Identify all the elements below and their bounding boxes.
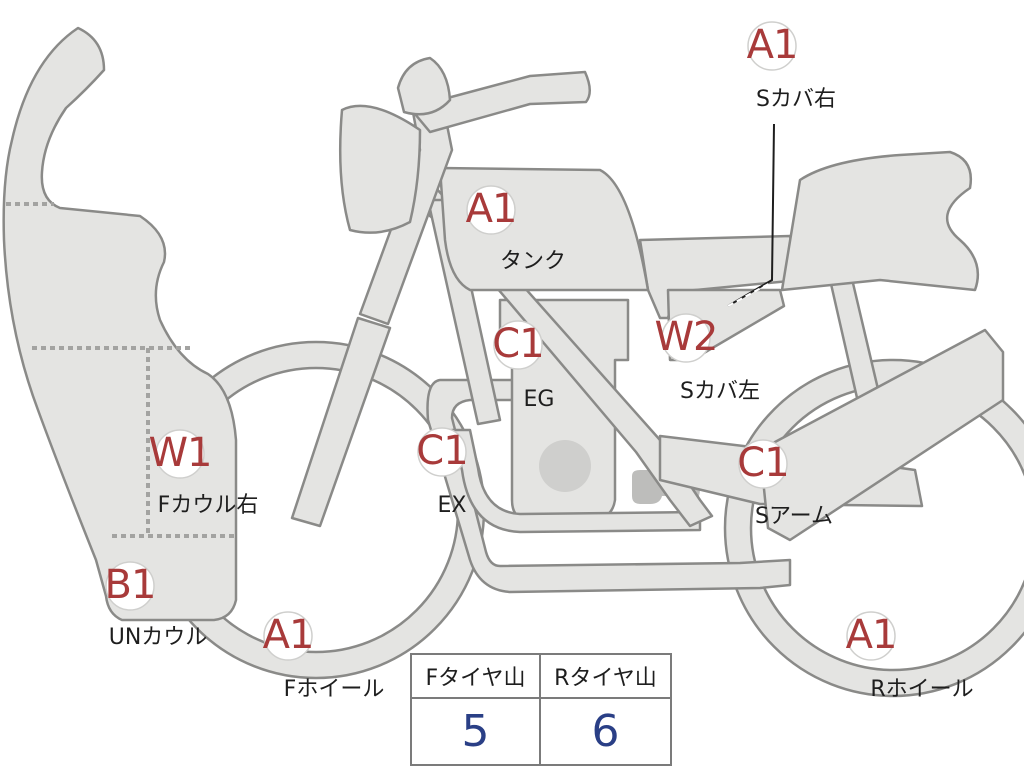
label-swing-arm: Sアーム [755, 504, 833, 529]
headlight-shape [338, 104, 422, 234]
label-engine: EG [523, 387, 555, 412]
fork-lower-shape [290, 316, 392, 528]
s-cover-right-leader [727, 123, 775, 307]
label-tank: タンク [499, 249, 567, 274]
label-r-wheel: Rホイール [870, 677, 974, 702]
grade-badges [105, 21, 896, 661]
badge-f-wheel [263, 611, 313, 661]
badge-s-cover-right [747, 21, 797, 71]
badge-swing-arm [738, 439, 788, 489]
grade-tank: A1 [465, 186, 518, 232]
badge-under-cowl [105, 561, 155, 611]
grade-f-cowl-right: W1 [148, 430, 213, 476]
badge-s-cover-left [661, 313, 711, 363]
label-f-wheel: Fホイール [283, 677, 385, 702]
label-s-cover-left: Sカバ左 [680, 379, 760, 404]
s-cover-right-leader-dash [727, 281, 773, 307]
grade-swing-arm: C1 [737, 440, 789, 486]
badge-tank [466, 185, 516, 235]
grade-s-cover-left: W2 [654, 314, 719, 360]
handlebar-shape [408, 70, 591, 134]
swing-arm-brace-shape [758, 328, 1005, 542]
badge-r-wheel [846, 611, 896, 661]
mirror-shape [396, 56, 452, 116]
front-tire-value: 5 [412, 699, 541, 764]
badge-engine [493, 320, 543, 370]
grade-r-wheel: A1 [845, 612, 898, 658]
label-s-cover-right: Sカバ右 [756, 87, 836, 112]
seat-shape [780, 150, 980, 292]
label-f-cowl-right: Fカウル右 [157, 493, 259, 518]
label-under-cowl: UNカウル [108, 625, 208, 650]
badge-exhaust [417, 427, 467, 477]
label-exhaust: EX [437, 493, 467, 518]
exhaust-pipe-shape [426, 378, 792, 594]
front-cowl-shape [2, 26, 238, 622]
rear-tire-header: Rタイヤ山 [541, 655, 670, 699]
grade-f-wheel: A1 [262, 612, 315, 658]
grade-exhaust: C1 [416, 428, 468, 474]
rear-tire-value: 6 [591, 706, 620, 757]
engine-cover-shape [539, 440, 591, 492]
tire-tread-table: Fタイヤ山 Rタイヤ山 5 6 [410, 653, 672, 766]
badge-f-cowl-right [155, 429, 205, 479]
grade-s-cover-right: A1 [746, 22, 799, 68]
exhaust-runner-shape [450, 428, 702, 534]
grade-under-cowl: B1 [104, 562, 157, 608]
front-tire-header: Fタイヤ山 [412, 655, 541, 699]
grade-engine: C1 [492, 321, 544, 367]
